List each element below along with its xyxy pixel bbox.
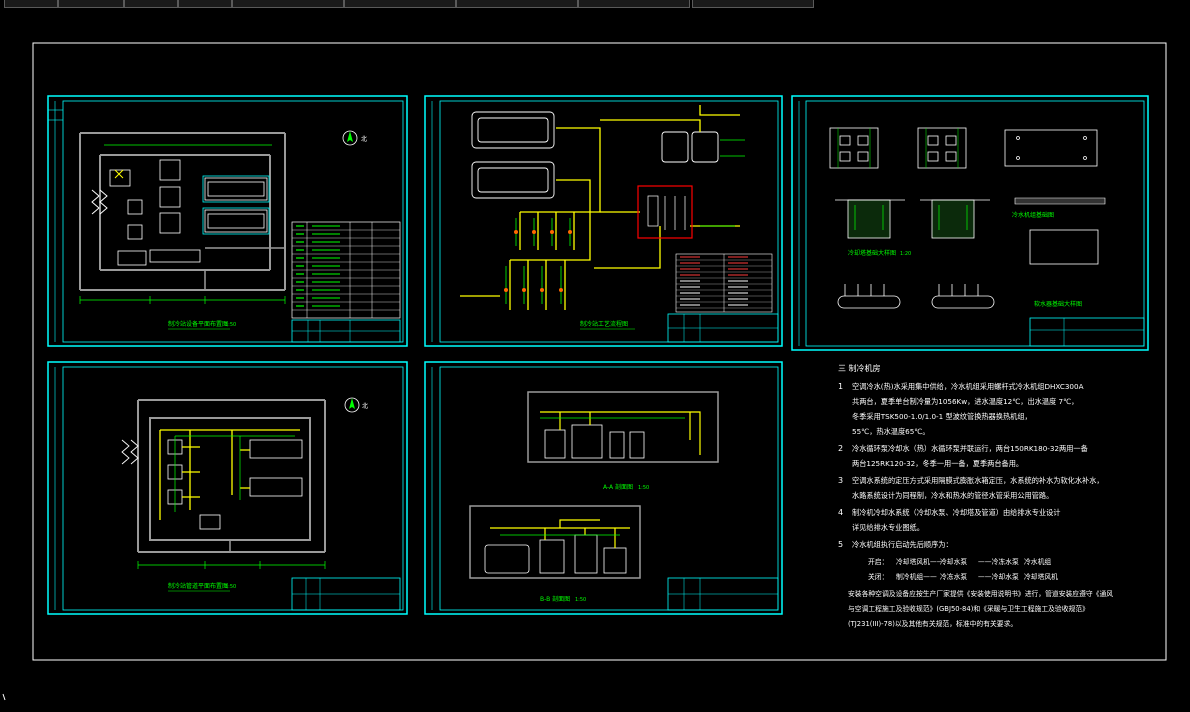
notes-heading: 三 制冷机房 xyxy=(838,363,881,373)
section-a-walls xyxy=(527,391,719,463)
chiller-outlines xyxy=(202,175,270,235)
pipes-green xyxy=(505,139,745,304)
note-line: 空调冷水(热)水采用集中供给，冷水机组采用螺杆式冷水机组DHXC300A xyxy=(852,382,1084,391)
section-b-walls xyxy=(469,505,641,579)
building-walls xyxy=(79,132,286,291)
caption-softener-foundation: 软水器基础大样图 xyxy=(1034,300,1082,308)
heat-exchanger-highlight xyxy=(637,185,693,239)
sequence-cell: 关闭： xyxy=(868,572,888,581)
caption-chiller-foundation: 冷水机组基础图 xyxy=(1012,211,1054,219)
toolbar-tab[interactable] xyxy=(124,0,178,8)
sheet-inner-frame xyxy=(439,366,779,611)
title-block xyxy=(1029,317,1145,347)
note-number: 2 xyxy=(838,444,843,453)
sheet-equipment-plan[interactable]: 北 制冷站设备平面布置图 1:50 xyxy=(47,95,408,347)
sequence-cell: 冷却塔风机—— xyxy=(896,557,944,566)
note-line: 两台125RK120-32，冬季一用一备，夏季两台备用。 xyxy=(852,459,1023,468)
sheet-caption: 制冷站管道平面布置图 xyxy=(168,582,228,590)
sheet-inner-frame xyxy=(62,100,404,343)
toolbar-tab[interactable] xyxy=(178,0,232,8)
note-line: 空调水系统的定压方式采用隔膜式膨胀水箱定压，水系统的补水为软化水补水， xyxy=(852,476,1104,485)
caption-section-b: B-B 剖面图 xyxy=(540,595,570,603)
note-number: 3 xyxy=(838,476,843,485)
note-number: 4 xyxy=(838,508,843,517)
sheet-caption: 制冷站设备平面布置图 xyxy=(168,320,228,328)
sheet-frame xyxy=(47,95,408,347)
sheet-frame xyxy=(791,95,1149,351)
sequence-cell: 冷水机组 xyxy=(1024,557,1051,566)
design-notes: 三 制冷机房 1 空调冷水(热)水采用集中供给，冷水机组采用螺杆式冷水机组DHXC… xyxy=(838,363,1113,628)
foundation-sections xyxy=(835,197,1106,239)
toolbar-tab[interactable] xyxy=(232,0,344,8)
caption-section-a: A-A 剖面图 xyxy=(603,483,633,491)
note-line: 详见给排水专业图纸。 xyxy=(852,523,924,532)
sheet-piping-plan[interactable]: 北 制冷站管道平面布置图 1:50 xyxy=(47,361,408,615)
note-number: 1 xyxy=(838,382,843,391)
sequence-cell: 冷却水泵 xyxy=(940,557,967,566)
sheet-frame xyxy=(424,95,783,347)
sheet-inner-frame xyxy=(439,100,779,343)
legend-table xyxy=(675,253,773,313)
footer-line: (TJ231(III)-78)以及其他有关规范，标准中的有关要求。 xyxy=(848,619,1017,628)
building-walls xyxy=(137,399,326,553)
sheet-sections[interactable]: A-A 剖面图 1:50 B-B 剖面图 1:50 xyxy=(424,361,783,615)
chiller-units xyxy=(109,159,268,266)
toolbar-tab[interactable] xyxy=(578,0,690,8)
note-line: 共两台，夏季单台制冷量为1056Kw，进水温度12℃，出水温度 7℃， xyxy=(852,397,1078,406)
sequence-cell: ——冷冻水泵 xyxy=(978,557,1019,566)
top-toolbar-strip xyxy=(0,0,1190,8)
title-block xyxy=(291,577,401,611)
tank-elevations xyxy=(837,284,995,309)
sequence-cell: 冷冻水泵 xyxy=(940,572,967,581)
sequence-cell: 开启： xyxy=(868,557,888,566)
note-number: 5 xyxy=(838,540,843,549)
sequence-cell: 制冷机组—— xyxy=(896,572,937,581)
sheet-frame xyxy=(47,361,408,615)
pipes-yellow xyxy=(159,429,300,520)
title-block xyxy=(667,577,779,611)
note-line: 55℃，热水温度65℃。 xyxy=(852,427,930,436)
caption-tower-foundation: 冷却塔基础大样图 xyxy=(848,249,896,257)
note-line: 冷水机组执行启动先后顺序为： xyxy=(852,540,953,549)
sheet-inner-frame xyxy=(805,100,1145,347)
sheet-frame xyxy=(424,361,783,615)
note-line: 冷水循环泵冷却水（热）水循环泵并联运行，两台150RK180-32两用一备 xyxy=(852,444,1088,453)
sheet-process-flow[interactable]: 制冷站工艺流程图 xyxy=(424,95,783,347)
foundation-scale: 1:20 xyxy=(900,251,911,257)
toolbar-tab[interactable] xyxy=(344,0,456,8)
toolbar-tab[interactable] xyxy=(692,0,814,8)
equipment xyxy=(167,439,303,530)
north-label: 北 xyxy=(362,402,368,410)
note-line: 冬季采用TSK500-1.0/1.0-1 型波纹管换热器换热机组， xyxy=(852,412,1032,421)
sheet-scale: 1:50 xyxy=(225,322,236,328)
sequence-cell: 冷却塔风机 xyxy=(1024,572,1058,581)
section-a-scale: 1:50 xyxy=(638,485,649,491)
sheet-scale: 1:50 xyxy=(225,584,236,590)
foundation-plans xyxy=(829,127,1098,169)
foundation-captions: 冷水机组基础图 冷却塔基础大样图 软水器基础大样图 1:20 xyxy=(848,211,1082,308)
sheet-inner-frame xyxy=(62,366,404,611)
north-label: 北 xyxy=(361,135,367,143)
sheet-foundation-details[interactable]: 冷水机组基础图 冷却塔基础大样图 软水器基础大样图 1:20 xyxy=(791,95,1149,351)
section-b-scale: 1:50 xyxy=(575,597,586,603)
cursor-mark xyxy=(2,693,6,701)
chiller-units xyxy=(471,111,719,199)
note-line: 水路系统设计为同程制，冷水和热水的管径水管采用公用管路。 xyxy=(852,491,1053,500)
note-line: 制冷机冷却水系统（冷却水泵、冷却塔及管道）由给排水专业设计 xyxy=(852,508,1060,517)
sequence-cell: ——冷却水泵 xyxy=(978,572,1019,581)
title-block xyxy=(291,319,401,343)
toolbar-tab[interactable] xyxy=(58,0,124,8)
drawing-border xyxy=(32,42,1167,661)
equipment-table xyxy=(291,221,401,319)
pipes-yellow xyxy=(460,105,740,310)
sheet-caption: 制冷站工艺流程图 xyxy=(580,320,628,328)
toolbar-tab[interactable] xyxy=(4,0,58,8)
toolbar-tab[interactable] xyxy=(456,0,578,8)
footer-line: 与空调工程施工及验收规范》(GBJ50-84)和《采暖与卫生工程施工及验收规范》 xyxy=(848,604,1089,613)
title-block xyxy=(667,313,779,343)
footer-line: 安装各种空调及设备应按生产厂家提供《安装使用说明书》进行，管道安装应遵守《通风 xyxy=(848,589,1113,598)
